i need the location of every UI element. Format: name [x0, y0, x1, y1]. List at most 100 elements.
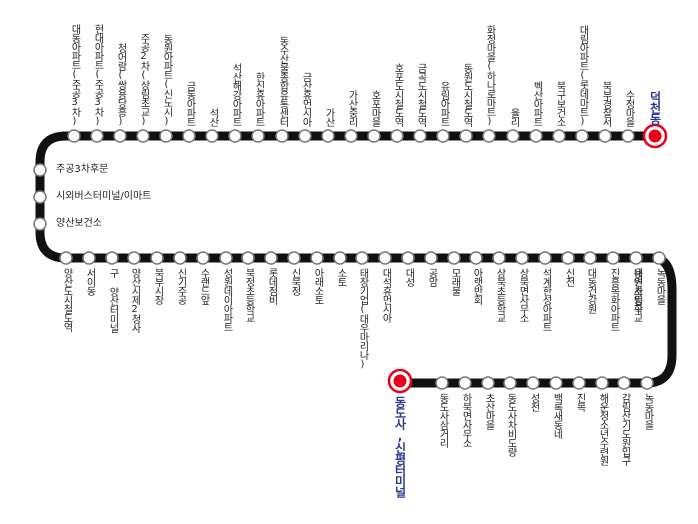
stop-label-row3-8: 감림산기도원입구: [619, 393, 630, 465]
stop-label-row2-19: 상북초등학교: [494, 268, 505, 322]
stop-row2-13: [355, 251, 369, 265]
stop-label-row3-4: 성천: [528, 393, 539, 411]
stop-left-2: [33, 217, 47, 231]
stop-row2-1: [82, 251, 96, 265]
stop-row3-1: [458, 376, 472, 390]
stop-row1-15: [275, 129, 289, 143]
stop-label-row2-7: 성원데이아파트: [221, 268, 232, 331]
stop-row1-19: [182, 129, 196, 143]
stop-label-row2-18: 아랫반회: [471, 268, 482, 304]
stop-row2-10: [287, 251, 301, 265]
stop-label-row2-1: 서이동: [84, 268, 95, 295]
stop-label-row2-17: 모래불: [449, 268, 460, 295]
stop-row1-21: [136, 129, 150, 143]
stop-row1-14: [298, 129, 312, 143]
stop-left-1: [33, 190, 47, 204]
stop-row1-16: [251, 129, 265, 143]
stop-label-left-1: 시외버스터미널/이마트: [56, 191, 152, 202]
stop-label-row2-12: 소토: [335, 268, 346, 286]
stop-label-row3-5: 백록새동네: [551, 393, 562, 438]
stop-label-row3-2: 초산마을: [483, 393, 494, 429]
stop-label-row1-0: 수정마을: [623, 90, 634, 126]
stop-label-row2-5: 신기주공: [175, 268, 186, 304]
stop-row1-22: [113, 129, 127, 143]
stop-label-row1-16: 한신휴아파트: [253, 72, 264, 126]
stop-label-row2-25: 내원사입구: [631, 268, 642, 313]
stop-label-row2-8: 북정초등학교: [243, 268, 254, 322]
stop-row2-9: [264, 251, 278, 265]
stop-label-row2-23: 대동건강원: [585, 268, 596, 313]
stop-row1-7: [459, 129, 473, 143]
stop-label-row1-14: 금산휴먼시아: [300, 72, 311, 126]
stop-row2-15: [401, 251, 415, 265]
stop-label-row1-5: 율리: [508, 108, 519, 126]
stop-label-row1-2: 대림아파트(롯데마트): [577, 25, 588, 126]
stop-label-row1-10: 호포도시철도역: [392, 63, 403, 126]
stop-label-row2-13: 태창기업(대우마리나): [357, 268, 368, 369]
stop-label-row3-9: 녹동마을: [642, 393, 653, 429]
stop-row1-11: [367, 129, 381, 143]
stop-row2-3: [127, 251, 141, 265]
stop-row2-8: [241, 251, 255, 265]
stop-left-0: [33, 163, 47, 177]
stop-row2-25: [629, 251, 643, 265]
stop-row1-9: [413, 129, 427, 143]
stop-label-row1-9: 금곡도시철도역: [415, 63, 426, 126]
stop-row1-12: [344, 129, 358, 143]
stop-label-row2-11: 아래소토: [312, 268, 323, 304]
stop-label-row1-8: 유림아파트: [438, 81, 449, 126]
stop-label-row2-22: 신전: [563, 268, 574, 286]
stop-label-row2-10: 신북정: [289, 268, 300, 295]
terminal-start-core: [648, 129, 662, 143]
stop-label-row2-21: 석계한성아파트: [540, 268, 551, 331]
stop-row2-6: [196, 251, 210, 265]
stop-row1-4: [529, 129, 543, 143]
stop-label-row1-3: 북구보건소: [554, 81, 565, 126]
stop-label-row2-20: 상북면사무소: [517, 268, 528, 322]
stop-row2-11: [310, 251, 324, 265]
stop-row1-10: [390, 129, 404, 143]
stop-row3-6: [572, 376, 586, 390]
stop-label-row3-1: 하북면사무소: [460, 393, 471, 447]
stop-label-row2-4: 북부시장: [152, 268, 163, 304]
stop-row1-0: [621, 129, 635, 143]
stop-row1-6: [482, 129, 496, 143]
stop-label-row1-6: 화정마을(하나로마트): [484, 25, 495, 126]
stop-row3-9: [640, 376, 654, 390]
stop-label-row3-6: 진목: [574, 393, 585, 411]
stop-label-row2-26: 녹동마을: [654, 268, 665, 304]
stop-row3-3: [503, 376, 517, 390]
stop-row2-24: [606, 251, 620, 265]
stop-row1-24: [67, 129, 81, 143]
stop-row3-7: [595, 376, 609, 390]
stop-row2-14: [378, 251, 392, 265]
stop-row1-20: [159, 129, 173, 143]
stop-row3-0: [435, 376, 449, 390]
stop-row2-19: [492, 251, 506, 265]
stop-label-row1-22: 청어람(쌍용당흥): [115, 43, 126, 126]
stop-row2-18: [469, 251, 483, 265]
stop-row2-16: [424, 251, 438, 265]
stop-label-row3-3: 동도사차비도량: [505, 393, 516, 456]
stop-label-row1-21: 주공2차(상림초교): [138, 33, 149, 126]
stop-label-row2-9: 롯데점비: [266, 268, 277, 304]
stop-row2-0: [59, 251, 73, 265]
terminal-start-label: 덕천동: [648, 91, 662, 124]
stop-row1-8: [436, 129, 450, 143]
stop-label-row2-0: 양산도시철도역: [61, 268, 72, 331]
stop-label-row1-19: 금동아파트: [184, 81, 195, 126]
stop-row1-18: [205, 129, 219, 143]
stop-row2-22: [561, 251, 575, 265]
terminal-end-core: [393, 374, 407, 388]
stop-label-row1-24: 대동아파트(주공3차): [69, 24, 80, 126]
stop-label-row1-12: 가산중리: [346, 90, 357, 126]
stop-label-row1-1: 북부경찰서: [600, 81, 611, 126]
stop-row2-7: [219, 251, 233, 265]
stop-row2-20: [515, 251, 529, 265]
stop-label-row1-23: 현대아파트(주공3차): [92, 24, 103, 126]
stop-row3-4: [526, 376, 540, 390]
stop-row1-1: [598, 129, 612, 143]
stop-label-row2-3: 양산시제2청사: [129, 268, 140, 332]
stop-label-row2-24: 진흥목화아파트: [608, 268, 619, 331]
